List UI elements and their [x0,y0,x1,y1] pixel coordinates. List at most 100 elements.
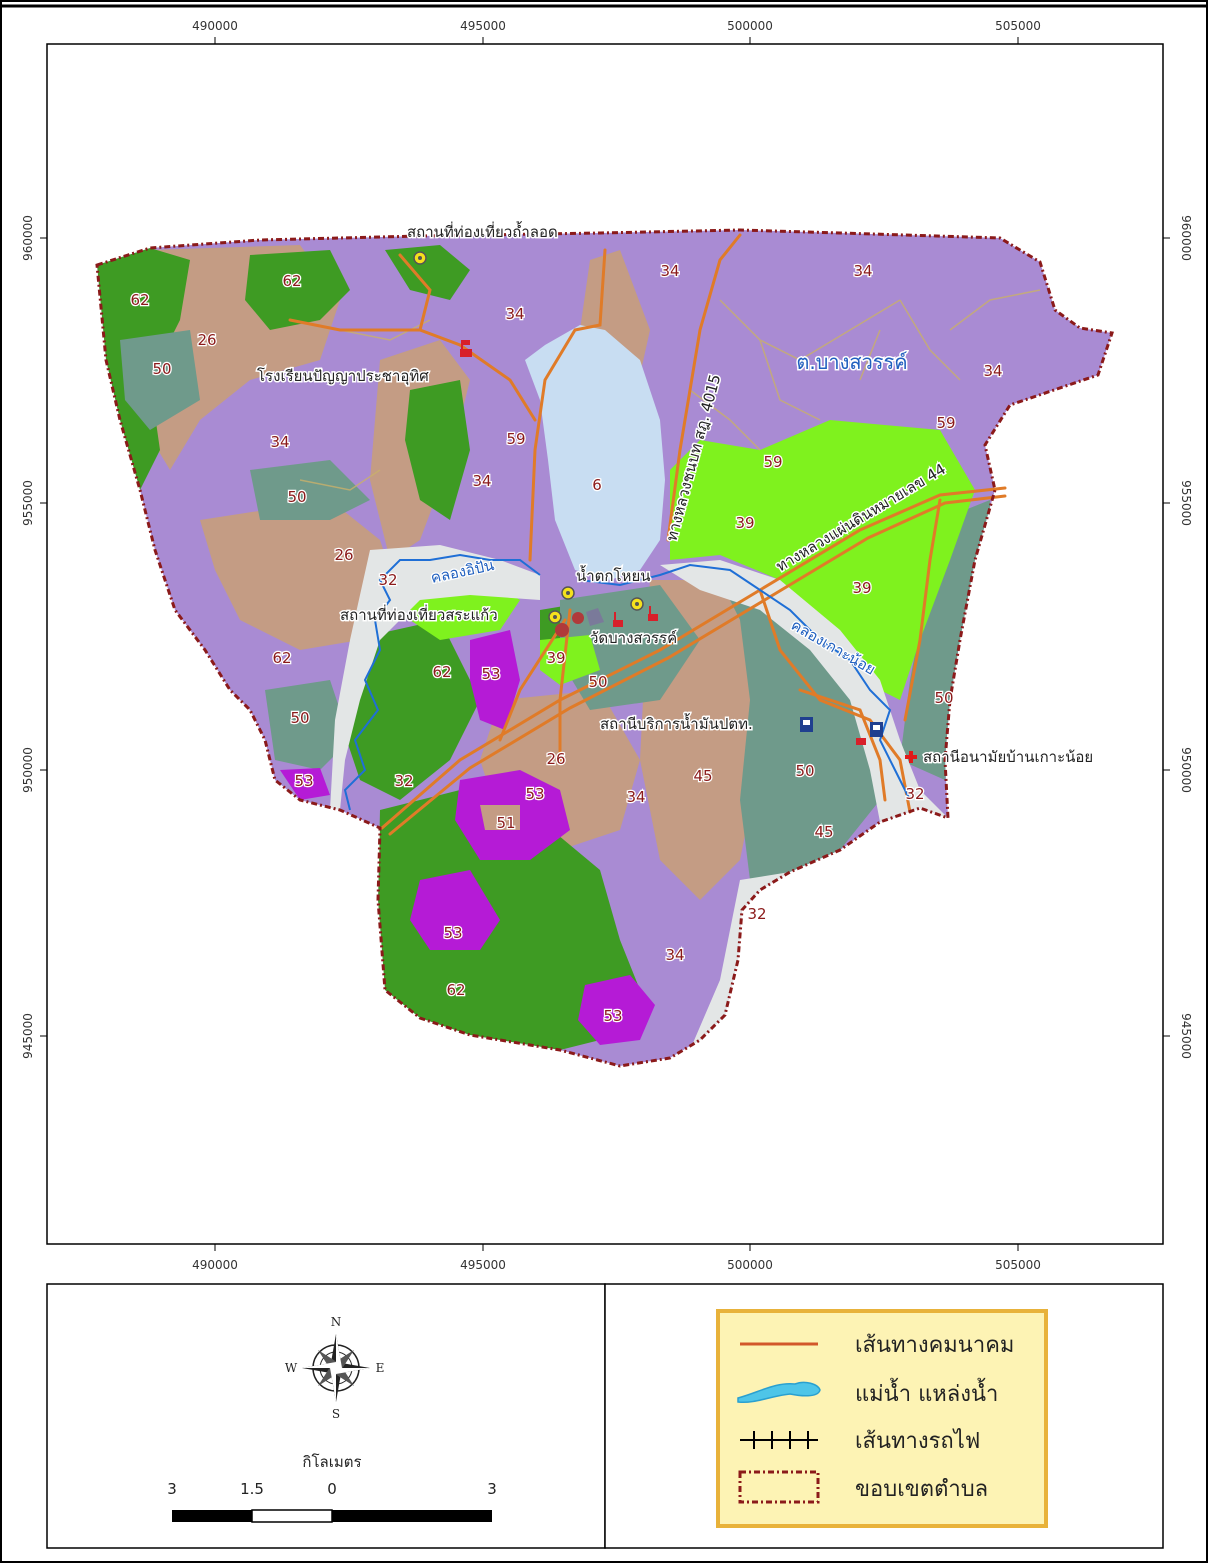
tick-marks [40,37,1170,1251]
zone-label: 62 [130,291,149,309]
zone-label: 6 [592,476,602,494]
road-center-link [498,618,567,742]
zone-label: 34 [270,433,289,451]
tourist-site-marker-icon [413,251,427,265]
x-tick-top-1: 490000 [192,19,238,33]
dark-green-zone-northwest [245,250,350,330]
zone-label: 45 [693,767,712,785]
zone-label: 53 [603,1007,622,1025]
zone-label: 51 [496,814,515,832]
x-tick-bottom-2: 495000 [460,1258,506,1272]
y-tick-left-2: 955000 [21,480,35,526]
left-y-axis-labels: 960000 955000 950000 945000 [21,215,35,1059]
zone-label: 34 [665,946,684,964]
zone-label: 26 [334,546,353,564]
legend-label: แม่น้ำ แหล่งน้ำ [855,1378,998,1407]
district-boundary [95,228,1114,1068]
zone-label: 59 [506,430,525,448]
top-x-axis-labels: 490000 495000 500000 505000 [192,19,1041,33]
gas-station-icon [800,717,813,732]
subdistrict-name: ต.บางสวรรค์ [796,350,907,374]
school-flag-icon [613,612,623,627]
zone-label: 39 [852,579,871,597]
grey-green-zone-west [250,460,370,520]
grey-green-zone-northwest [120,330,200,430]
zone-label: 34 [983,362,1002,380]
x-tick-top-2: 495000 [460,19,506,33]
highway-44-parallel [388,494,1007,836]
district-boundary-icon [738,1470,820,1504]
tan-zone-central-west [200,500,400,650]
water-body-icon [737,1381,821,1404]
legend-label: ขอบเขตตำบล [855,1477,988,1502]
bottom-x-axis-labels: 490000 495000 500000 505000 [192,1258,1041,1272]
zone-label: 39 [546,649,565,667]
zone-label: 50 [588,673,607,691]
zone-label: 53 [525,785,544,803]
zone-label: 50 [934,689,953,707]
grey-green-zone-southwest [265,680,350,770]
right-y-axis-labels: 960000 955000 950000 945000 [1179,215,1193,1059]
school-flag-icon [648,606,658,621]
light-green-zone-temple [540,635,600,685]
gas-station-icon [856,722,883,745]
dark-green-zone-ridge [405,380,470,520]
grey-green-zone-far-east [900,500,990,780]
magenta-zone-4 [578,975,655,1045]
zone-label: 50 [152,360,171,378]
magenta-zone-1 [470,630,520,730]
zone-label: 59 [763,453,782,471]
zone-label: 34 [853,262,872,280]
place-markers [413,251,917,763]
zone-label: 34 [472,472,491,490]
x-tick-bottom-1: 490000 [192,1258,238,1272]
zone-label: 53 [481,665,500,683]
zone-label: 50 [287,488,306,506]
zone-label: 50 [795,762,814,780]
road-east [758,588,912,814]
legend-label: เส้นทางคมนาคม [855,1333,1014,1358]
cave-label: สถานที่ท่องเที่ยวถ้ำลอด [407,221,558,241]
zone-label: 50 [290,709,309,727]
y-tick-right-4: 945000 [1179,1013,1193,1059]
compass-north: N [331,1315,342,1329]
legend-item-railway: เส้นทางรถไฟ [740,1428,980,1454]
x-tick-top-4: 505000 [995,19,1041,33]
zone-label: 34 [626,788,645,806]
zone-label: 45 [814,823,833,841]
scale-bar [172,1509,492,1523]
tourist-site-marker-icon [548,610,562,624]
road-northwest [288,318,537,422]
school-flag-icon [460,340,472,357]
x-tick-top-3: 500000 [727,19,773,33]
road-center-south [558,608,572,762]
place-labels: สถานที่ท่องเที่ยวถ้ำลอด โรงเรียนปัญญาประ… [256,220,1095,768]
magenta-zone-3 [410,870,500,950]
zone-label: 32 [747,905,766,923]
y-tick-left-3: 950000 [21,747,35,793]
compass-south: S [332,1407,340,1421]
light-green-zone-east [670,420,975,700]
y-tick-left-4: 945000 [21,1013,35,1059]
gas-station-label: สถานีบริการน้ำมันปตท. [600,713,753,733]
road-4015 [666,233,742,542]
legend-label: เส้นทางรถไฟ [855,1428,980,1454]
dark-green-zone-south [378,790,640,1050]
x-tick-bottom-3: 500000 [727,1258,773,1272]
scale-tick-label: 0 [327,1480,337,1498]
light-grey-zone-river-east [660,560,948,822]
school-label: โรงเรียนปัญญาประชาอุทิศ [257,367,429,386]
roads [288,233,1007,836]
scale-unit: กิโลเมตร [302,1453,361,1471]
compass-scale-panel [46,1283,606,1549]
zone-label: 26 [546,750,565,768]
legend-item-water: แม่น้ำ แหล่งน้ำ [737,1378,998,1407]
railway-icon [740,1431,818,1449]
road-north-link [398,253,432,332]
tourist-site-marker-icon [630,597,644,611]
magenta-zone-5 [280,768,330,800]
zone-label: 62 [446,981,465,999]
zone-label: 26 [197,331,216,349]
legend-item-roads: เส้นทางคมนาคม [740,1333,1014,1358]
